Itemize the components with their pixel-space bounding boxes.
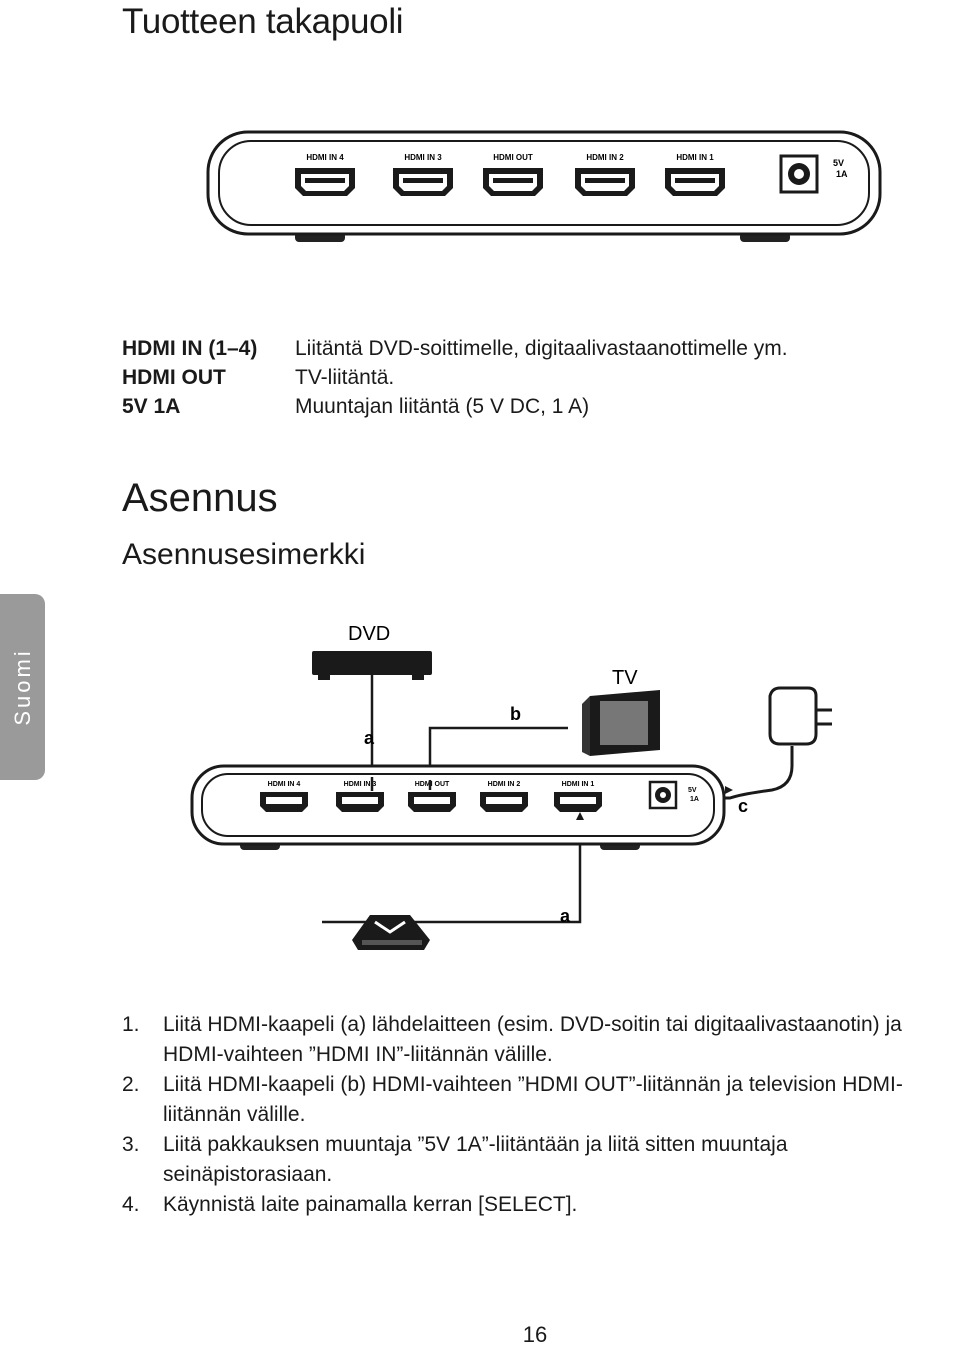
spec-row: HDMI IN (1–4) Liitäntä DVD-soittimelle, … xyxy=(122,334,788,363)
port-label: HDMI IN 1 xyxy=(562,781,595,788)
dvd-player-icon xyxy=(312,651,432,680)
step-text: Liitä HDMI-kaapeli (b) HDMI-vaihteen ”HD… xyxy=(163,1073,903,1126)
page-heading: Tuotteen takapuoli xyxy=(122,2,404,41)
step-text: Käynnistä laite painamalla kerran [SELEC… xyxy=(163,1193,578,1216)
language-side-tab: Suomi xyxy=(0,594,45,780)
port-label: HDMI IN 4 xyxy=(268,781,301,788)
step-number: 3. xyxy=(122,1133,140,1156)
port-label: HDMI IN 2 xyxy=(488,781,521,788)
step-item: 2. Liitä HDMI-kaapeli (b) HDMI-vaihteen … xyxy=(122,1070,958,1130)
dvd-label: DVD xyxy=(348,623,390,645)
port-label: HDMI IN 3 xyxy=(404,153,442,162)
port-label: HDMI OUT xyxy=(493,153,533,162)
port-label: HDMI IN 1 xyxy=(676,153,714,162)
port-label: HDMI IN 4 xyxy=(306,153,344,162)
section-title: Asennus xyxy=(122,476,278,520)
tv-icon xyxy=(582,690,660,756)
installation-steps: 1. Liitä HDMI-kaapeli (a) lähdelaitteen … xyxy=(122,1010,958,1220)
spec-value: Muuntajan liitäntä (5 V DC, 1 A) xyxy=(295,395,590,418)
step-number: 2. xyxy=(122,1073,140,1096)
step-item: 1. Liitä HDMI-kaapeli (a) lähdelaitteen … xyxy=(122,1010,958,1070)
power-label: 5V xyxy=(833,158,844,168)
step-text: Liitä pakkauksen muuntaja ”5V 1A”-liitän… xyxy=(163,1133,788,1186)
spec-key: HDMI IN (1–4) xyxy=(122,337,258,360)
subsection-title: Asennusesimerkki xyxy=(122,538,366,571)
port-label: HDMI IN 2 xyxy=(586,153,624,162)
spec-value: Liitäntä DVD-soittimelle, digitaalivasta… xyxy=(295,337,788,360)
port-label: HDMI OUT xyxy=(415,781,450,788)
step-number: 4. xyxy=(122,1193,140,1216)
spec-value: TV-liitäntä. xyxy=(295,366,395,389)
receiver-device-icon xyxy=(352,915,430,950)
cable-label-b: b xyxy=(510,704,521,724)
power-label: 1A xyxy=(690,796,699,803)
spec-row: 5V 1A Muuntajan liitäntä (5 V DC, 1 A) xyxy=(122,392,788,421)
side-tab-label: Suomi xyxy=(9,648,35,726)
cable-label-c: c xyxy=(738,796,748,816)
tv-label: TV xyxy=(612,667,638,689)
port-label: HDMI IN 3 xyxy=(344,781,377,788)
cable-label-a: a xyxy=(364,728,375,748)
spec-row: HDMI OUT TV-liitäntä. xyxy=(122,363,788,392)
step-text: Liitä HDMI-kaapeli (a) lähdelaitteen (es… xyxy=(163,1013,902,1066)
step-item: 4. Käynnistä laite painamalla kerran [SE… xyxy=(122,1190,958,1220)
power-adapter-icon xyxy=(710,686,832,800)
step-number: 1. xyxy=(122,1013,140,1036)
step-item: 3. Liitä pakkauksen muuntaja ”5V 1A”-lii… xyxy=(122,1130,958,1190)
spec-key: 5V 1A xyxy=(122,395,181,418)
device-rear-illustration: HDMI IN 4 HDMI IN 3 HDMI OUT HDMI IN 2 H… xyxy=(206,130,882,242)
installation-diagram: DVD TV a b c a HDMI IN 4 HDMI IN 3 HDMI … xyxy=(190,623,832,950)
connector-spec-table: HDMI IN (1–4) Liitäntä DVD-soittimelle, … xyxy=(122,334,788,421)
page-number: 16 xyxy=(522,1322,548,1347)
spec-key: HDMI OUT xyxy=(122,366,226,389)
switch-device: HDMI IN 4 HDMI IN 3 HDMI OUT HDMI IN 2 H… xyxy=(190,764,726,850)
cable-label-a: a xyxy=(560,906,571,926)
power-label: 5V xyxy=(688,787,697,794)
power-label: 1A xyxy=(836,169,848,179)
